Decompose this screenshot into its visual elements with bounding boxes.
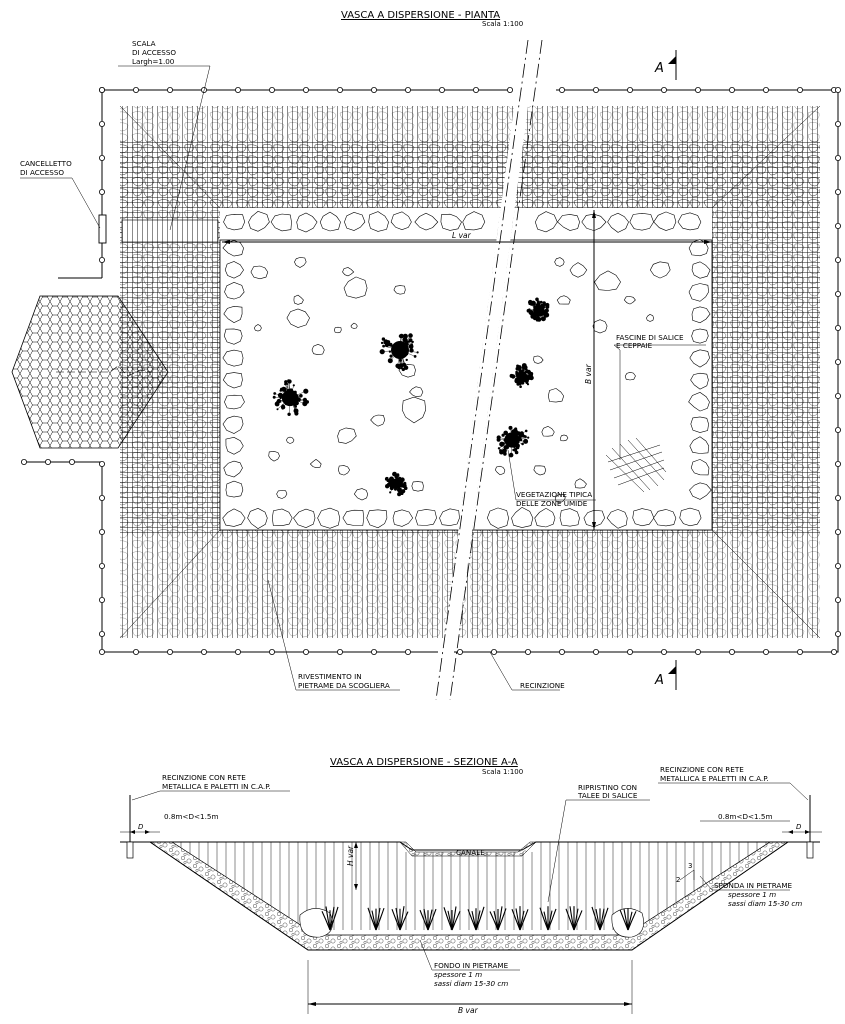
plan-title: VASCA A DISPERSIONE - PIANTA	[341, 10, 500, 21]
section-dimension-b	[307, 960, 633, 1014]
label-fence: RECINZIONE	[520, 681, 565, 690]
section-profile	[120, 841, 820, 951]
svg-text:TALEE DI SALICE: TALEE DI SALICE	[577, 791, 638, 800]
svg-text:METALLICA E PALETTI IN C.A.P.: METALLICA E PALETTI IN C.A.P.	[162, 782, 271, 791]
svg-text:DELLE ZONE UMIDE: DELLE ZONE UMIDE	[516, 499, 588, 508]
svg-text:PIETRAME DA SCOGLIERA: PIETRAME DA SCOGLIERA	[298, 681, 390, 690]
slope-indicator	[679, 869, 695, 881]
svg-text:A: A	[654, 61, 664, 76]
label-stone-lining: RIVESTIMENTO IN PIETRAME DA SCOGLIERA	[298, 672, 390, 690]
section-mark-bottom: A	[654, 660, 677, 690]
svg-text:CANCELLETTO: CANCELLETTO	[20, 159, 72, 168]
section-scale: Scala 1:100	[482, 768, 523, 776]
label-width: B var	[584, 363, 593, 384]
svg-text:DI ACCESSO: DI ACCESSO	[20, 168, 64, 177]
svg-text:sassi diam 15-30 cm: sassi diam 15-30 cm	[728, 899, 802, 908]
access-stair	[121, 219, 219, 243]
svg-text:SCALA: SCALA	[132, 39, 156, 48]
label-bottom: FONDO IN PIETRAME spessore 1 m sassi dia…	[434, 961, 509, 988]
dimension-length	[222, 240, 712, 244]
wetland-vegetation	[272, 297, 550, 497]
svg-text:VEGETAZIONE TIPICA: VEGETAZIONE TIPICA	[516, 490, 592, 499]
svg-text:RIVESTIMENTO IN: RIVESTIMENTO IN	[298, 672, 362, 681]
break-line-left	[435, 39, 529, 701]
section-leaders	[131, 782, 809, 971]
scattered-stones	[250, 257, 671, 504]
label-vegetation: VEGETAZIONE TIPICA DELLE ZONE UMIDE	[516, 490, 592, 508]
label-slope-v: 3	[688, 862, 692, 870]
svg-text:FONDO IN PIETRAME: FONDO IN PIETRAME	[434, 961, 509, 970]
svg-text:Largh=1.00: Largh=1.00	[132, 57, 175, 66]
corner-diagonals	[119, 105, 821, 639]
label-b-var: B var	[458, 1006, 479, 1015]
svg-text:SPONDA IN PIETRAME: SPONDA IN PIETRAME	[714, 881, 793, 890]
svg-text:DI ACCESSO: DI ACCESSO	[132, 48, 176, 57]
label-fence-left: RECINZIONE CON RETE METALLICA E PALETTI …	[162, 773, 271, 791]
fence-posts	[20, 87, 842, 656]
label-range-right: 0.8m<D<1.5m	[718, 812, 772, 821]
label-bank: SPONDA IN PIETRAME spessore 1 m sassi di…	[714, 881, 802, 908]
svg-text:RECINZIONE CON RETE: RECINZIONE CON RETE	[162, 773, 246, 782]
label-cuttings: RIPRISTINO CON TALEE DI SALICE	[577, 783, 638, 800]
plan-leaders	[20, 65, 706, 691]
label-length: L var	[452, 231, 472, 240]
willow-fascines	[605, 437, 667, 493]
section-title: VASCA A DISPERSIONE - SEZIONE A-A	[330, 757, 518, 768]
svg-text:METALLICA E PALETTI IN C.A.P.: METALLICA E PALETTI IN C.A.P.	[660, 774, 769, 783]
plan-scale: Scala 1:100	[482, 20, 523, 28]
label-h-var: H var	[346, 845, 355, 866]
label-canal: CANALE	[456, 848, 485, 857]
label-slope-h: 2	[676, 876, 680, 884]
svg-text:sassi diam 15-30 cm: sassi diam 15-30 cm	[434, 979, 508, 988]
dimension-width	[592, 210, 596, 530]
plan-bands-right	[450, 106, 820, 638]
label-access-stair: SCALA DI ACCESSO Largh=1.00	[132, 39, 176, 66]
svg-text:RIPRISTINO CON: RIPRISTINO CON	[578, 783, 637, 792]
svg-text:spessore 1 m: spessore 1 m	[728, 890, 776, 899]
label-range-left: 0.8m<D<1.5m	[164, 812, 218, 821]
label-willow: FASCINE DI SALICE E CEPPAIE	[616, 333, 684, 350]
svg-text:E CEPPAIE: E CEPPAIE	[616, 341, 653, 350]
section-dimension-d	[120, 830, 822, 834]
boulder-ring	[222, 211, 712, 529]
svg-text:A: A	[654, 673, 664, 688]
svg-text:FASCINE DI SALICE: FASCINE DI SALICE	[616, 333, 684, 342]
break-line-right	[449, 39, 543, 701]
section-fence-posts	[126, 795, 814, 859]
label-fence-right: RECINZIONE CON RETE METALLICA E PALETTI …	[660, 765, 769, 783]
label-access-gate: CANCELLETTO DI ACCESSO	[20, 159, 72, 177]
label-d-right: D	[796, 823, 802, 831]
section-dimension-h	[354, 842, 358, 890]
label-d-left: D	[138, 823, 144, 831]
section-mark-top: A	[654, 50, 677, 80]
svg-text:RECINZIONE CON RETE: RECINZIONE CON RETE	[660, 765, 744, 774]
section-vegetation	[321, 906, 637, 931]
svg-text:spessore 1 m: spessore 1 m	[434, 970, 482, 979]
access-gate	[98, 214, 107, 244]
